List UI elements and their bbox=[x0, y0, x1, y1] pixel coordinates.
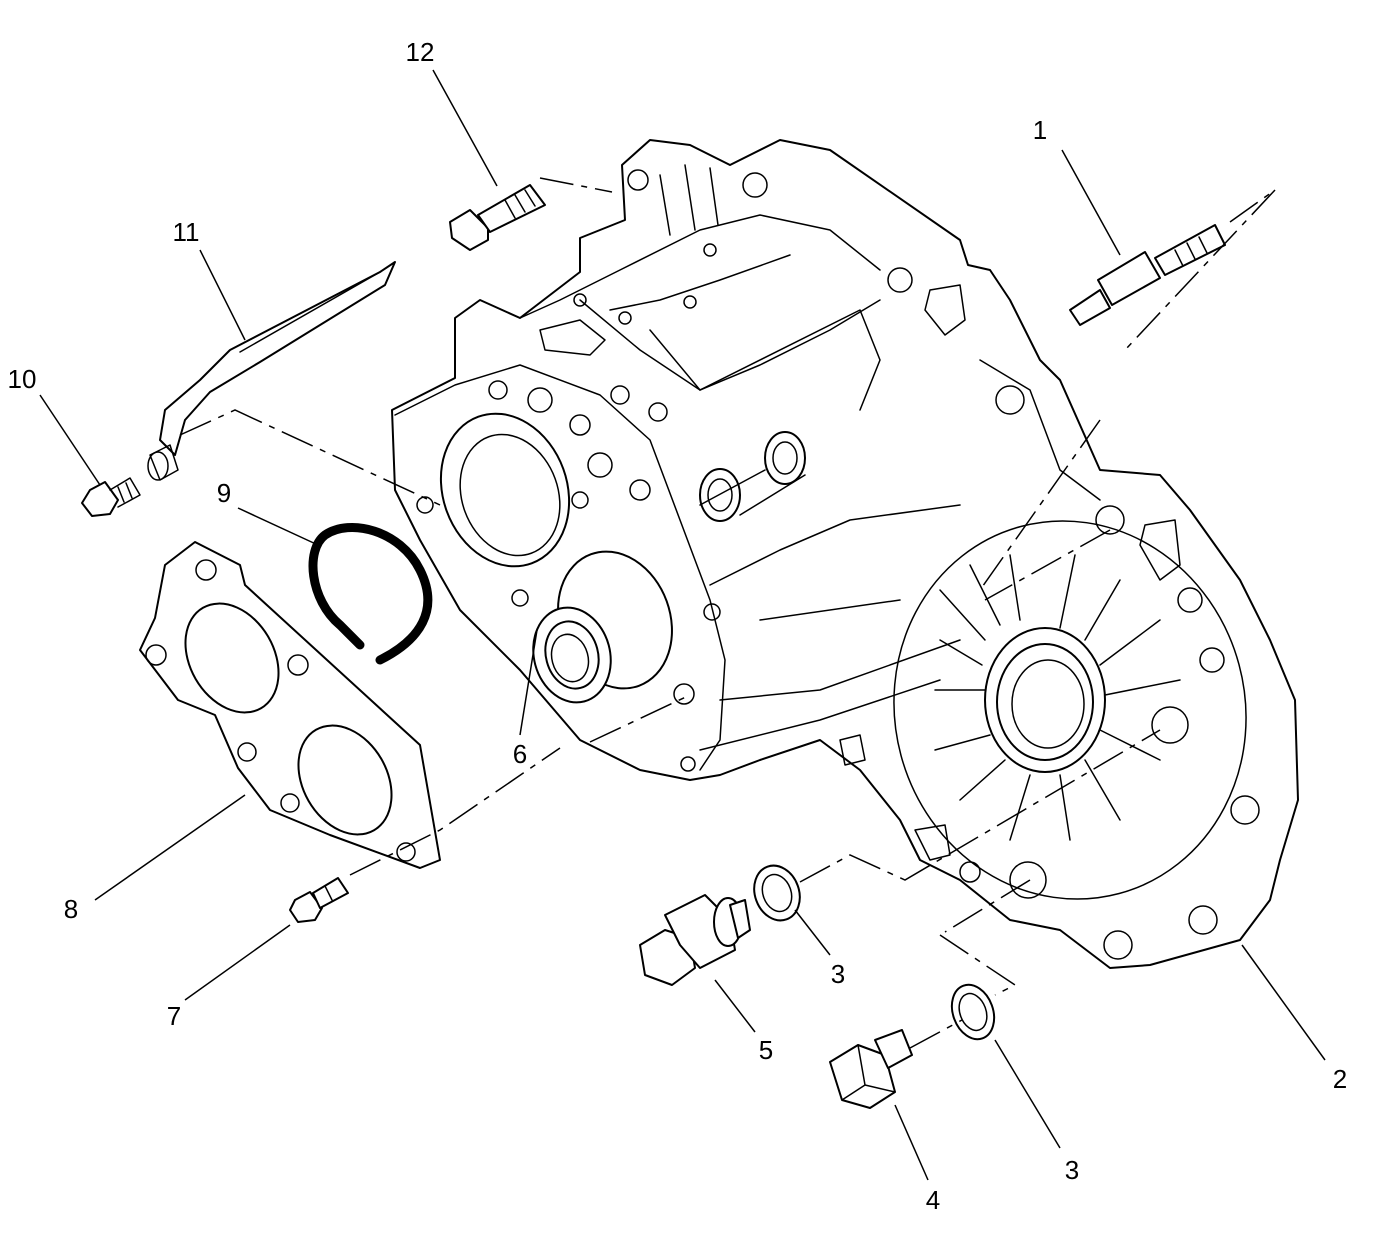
leader-11 bbox=[199, 249, 246, 341]
leader-7 bbox=[184, 924, 291, 1001]
bracket bbox=[147, 261, 396, 481]
plug-5 bbox=[639, 894, 751, 986]
input-seal bbox=[532, 606, 612, 704]
callout-1: 1 bbox=[1033, 115, 1047, 145]
bolt-7 bbox=[289, 877, 349, 923]
callouts: 1 2 3 3 4 5 6 7 8 9 10 11 12 bbox=[8, 37, 1348, 1215]
leader-lines bbox=[39, 69, 1326, 1181]
plug-4 bbox=[829, 1029, 913, 1109]
bolt-12 bbox=[449, 184, 546, 251]
washer-lower bbox=[950, 983, 996, 1041]
callout-3-upper: 3 bbox=[831, 959, 845, 989]
leader-1 bbox=[1061, 149, 1121, 256]
callout-2: 2 bbox=[1333, 1064, 1347, 1094]
callout-8: 8 bbox=[64, 894, 78, 924]
callout-4: 4 bbox=[926, 1185, 940, 1215]
snap-ring bbox=[308, 523, 433, 665]
assembly-lines bbox=[179, 177, 1276, 1049]
washer-upper bbox=[753, 864, 801, 922]
leader-6 bbox=[519, 629, 538, 736]
leader-3a bbox=[794, 909, 831, 956]
gasket bbox=[139, 541, 441, 869]
leader-12 bbox=[432, 69, 498, 187]
leader-8 bbox=[94, 794, 246, 901]
callout-5: 5 bbox=[759, 1035, 773, 1065]
stud-1 bbox=[1069, 224, 1226, 326]
callout-3-lower: 3 bbox=[1065, 1155, 1079, 1185]
leader-10 bbox=[39, 394, 101, 486]
leader-2 bbox=[1241, 944, 1326, 1061]
leader-4 bbox=[894, 1104, 929, 1181]
callout-9: 9 bbox=[217, 478, 231, 508]
callout-12: 12 bbox=[406, 37, 435, 67]
bolt-10 bbox=[81, 477, 141, 517]
callout-7: 7 bbox=[167, 1001, 181, 1031]
leader-9 bbox=[237, 507, 319, 546]
callout-6: 6 bbox=[513, 739, 527, 769]
callout-11: 11 bbox=[173, 217, 200, 247]
callout-10: 10 bbox=[8, 364, 37, 394]
leader-5 bbox=[714, 979, 756, 1033]
transfer-case-housing bbox=[391, 139, 1299, 969]
leader-3b bbox=[994, 1039, 1061, 1149]
